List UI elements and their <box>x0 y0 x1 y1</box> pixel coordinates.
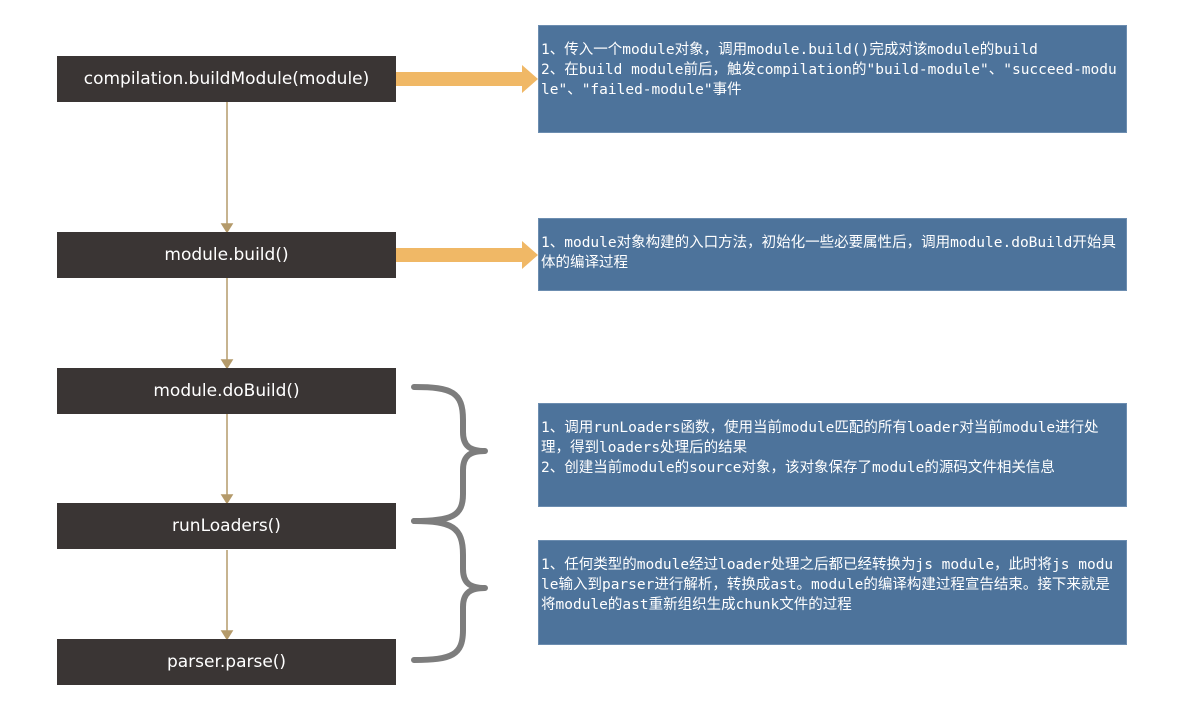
note-parser-parse-line-1: 1、任何类型的module经过loader处理之后都已经转换为js module… <box>541 557 1114 613</box>
note-build-module-line-1: 1、传入一个module对象，调用module.build()完成对该modul… <box>541 42 1038 58</box>
note-module-build-line-1: 1、module对象构建的入口方法，初始化一些必要属性后，调用module.do… <box>541 235 1116 271</box>
note-parser-parse: 1、任何类型的module经过loader处理之后都已经转换为js module… <box>538 540 1127 645</box>
note-run-loaders-line-2: 2、创建当前module的source对象，该对象保存了module的源码文件相… <box>541 460 1055 476</box>
arrow-step-1-to-note-1 <box>396 65 538 93</box>
step-module-build: module.build() <box>57 232 396 278</box>
step-parser-parse: parser.parse() <box>57 639 396 685</box>
brace-runLoaders-parse <box>411 518 488 663</box>
step-module-dobuild: module.doBuild() <box>57 368 396 414</box>
step-build-module-label: compilation.buildModule(module) <box>83 69 370 89</box>
note-build-module: 1、传入一个module对象，调用module.build()完成对该modul… <box>538 25 1127 133</box>
connector-3-4-head <box>220 494 234 505</box>
braces <box>411 384 488 663</box>
note-run-loaders: 1、调用runLoaders函数，使用当前module匹配的所有loader对当… <box>538 403 1127 507</box>
step-module-build-label: module.build() <box>164 245 289 265</box>
note-arrows <box>396 65 538 269</box>
step-run-loaders-label: runLoaders() <box>172 516 281 536</box>
connector-1-2-head <box>220 223 234 234</box>
step-parser-parse-label: parser.parse() <box>166 652 287 672</box>
note-build-module-line-2: 2、在build module前后，触发compilation的"build-m… <box>541 62 1117 98</box>
step-build-module: compilation.buildModule(module) <box>57 56 396 102</box>
brace-doBuild-runLoaders <box>411 384 488 524</box>
step-module-dobuild-label: module.doBuild() <box>153 381 300 401</box>
note-run-loaders-line-1: 1、调用runLoaders函数，使用当前module匹配的所有loader对当… <box>541 420 1099 456</box>
connector-4-5-head <box>220 630 234 641</box>
connector-2-3-head <box>220 359 234 370</box>
arrow-step-2-to-note-2 <box>396 241 538 269</box>
note-module-build: 1、module对象构建的入口方法，初始化一些必要属性后，调用module.do… <box>538 218 1127 291</box>
step-run-loaders: runLoaders() <box>57 503 396 549</box>
